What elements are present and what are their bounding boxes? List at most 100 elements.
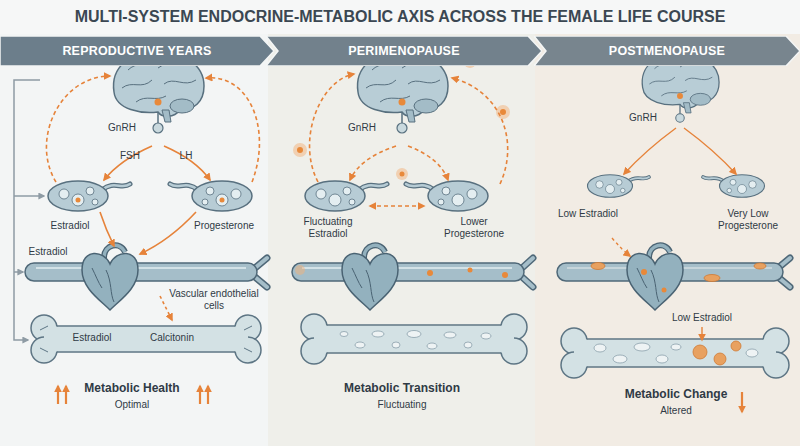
- hormone-label: Fluctuating Estradiol: [288, 216, 368, 239]
- heart-icon: [641, 269, 647, 275]
- hormone-label: Calcitonin: [147, 332, 197, 344]
- hormone-label: GnRH: [348, 122, 376, 134]
- ovary-icon: [48, 181, 130, 211]
- bone-icon: [587, 339, 763, 367]
- heart-icon: [342, 245, 398, 310]
- bone-pores: [746, 349, 758, 357]
- bone-pores: [671, 344, 681, 350]
- bone-icon: [314, 326, 514, 353]
- ovary-icon: [76, 198, 81, 203]
- feedback-line: [14, 80, 44, 340]
- ovary-icon: [48, 181, 252, 211]
- trend-arrow: [65, 386, 67, 404]
- panel-background: [0, 0, 800, 34]
- glow-dot: [293, 56, 510, 275]
- heart-icon: [342, 245, 398, 310]
- blood-vessel: [292, 263, 524, 281]
- status-value: Optimal: [115, 399, 149, 411]
- bone-pores: [407, 331, 421, 338]
- trend-arrow: [207, 386, 209, 404]
- hormone-arrow: [100, 212, 114, 246]
- blood-vessel: [36, 267, 246, 269]
- ovary-icon: [588, 175, 765, 198]
- glow-dot: [496, 105, 510, 119]
- hormone-arrow: [701, 327, 702, 340]
- hormone-arrow: [408, 146, 448, 180]
- bone-pores: [613, 355, 627, 363]
- bone-pores: [340, 332, 348, 337]
- bone-pores: [340, 331, 491, 350]
- bone-icon: [574, 340, 776, 367]
- blood-vessel: [427, 270, 433, 276]
- heart-icon: [627, 245, 683, 310]
- blood-vessel: [468, 268, 473, 273]
- hormone-arrow: [370, 205, 424, 207]
- bone-pores: [656, 355, 668, 363]
- diagram-title: MULTI-SYSTEM ENDOCRINE-METABOLIC AXIS AC…: [75, 8, 726, 26]
- glow-dot: [297, 147, 303, 153]
- bone-icon: [57, 326, 235, 352]
- panel-background: [535, 34, 800, 446]
- hormone-arrow: [206, 78, 259, 182]
- banner-arrow: [0, 36, 274, 66]
- heart-icon: [627, 245, 683, 310]
- blood-vessel: [502, 272, 508, 278]
- bone-pores: [634, 343, 650, 351]
- hormone-label: Lower Progesterone: [434, 216, 514, 239]
- tissue-label: Vascular endothelial cells: [168, 288, 260, 311]
- blood-vessel: [25, 258, 267, 287]
- bone-lesion: [693, 341, 741, 365]
- ovary-icon: [305, 181, 387, 211]
- phase-banner: REPRODUCTIVE YEARS: [0, 36, 274, 66]
- bone-lesion: [731, 341, 741, 351]
- hormone-arrow: [624, 128, 676, 174]
- bone-pores: [444, 332, 456, 338]
- hormone-arrow: [612, 128, 736, 340]
- bone-icon: [40, 326, 252, 352]
- bone-pores: [372, 331, 384, 337]
- phase-banner: POSTMENOPAUSE: [534, 36, 800, 66]
- status-heading: Metabolic Health: [84, 382, 179, 396]
- trend-arrow: [741, 392, 743, 412]
- hormone-arrow: [310, 74, 508, 206]
- bone-lesion: [693, 345, 707, 359]
- banner-title: REPRODUCTIVE YEARS: [62, 44, 211, 58]
- trend-arrow: [199, 386, 201, 404]
- heart-icon: [662, 288, 667, 293]
- blood-vessel: [591, 263, 605, 270]
- hormone-arrow: [140, 212, 196, 254]
- bone-pores: [464, 342, 472, 348]
- ovary-icon: [406, 181, 488, 211]
- hormone-label: Estradiol: [29, 246, 68, 258]
- bone-pores: [594, 344, 606, 352]
- hormone-arrow: [104, 146, 152, 180]
- blood-vessel: [292, 258, 533, 287]
- hormone-label: Estradiol: [51, 220, 90, 232]
- feedback-line: [14, 271, 23, 273]
- status-heading: Metabolic Transition: [344, 382, 460, 396]
- glow-dot: [295, 265, 305, 275]
- glow-dot: [396, 168, 408, 180]
- blood-vessel: [754, 263, 766, 269]
- ovary-icon: [305, 181, 488, 211]
- bone-icon: [327, 325, 501, 353]
- ovary-icon: [220, 198, 225, 203]
- feedback-line: [14, 195, 44, 197]
- glow-dot: [400, 172, 405, 177]
- hormone-label: LH: [180, 150, 193, 162]
- trend-arrow: [57, 386, 59, 404]
- hormone-arrow: [46, 76, 110, 182]
- hormone-label: GnRH: [629, 112, 657, 124]
- hormone-arrow: [46, 76, 259, 320]
- status-value: Altered: [660, 405, 692, 417]
- hormone-label: Progesterone: [194, 220, 254, 232]
- blood-vessel: [704, 275, 720, 282]
- ovary-icon: [703, 175, 765, 198]
- bone-pores: [427, 343, 437, 349]
- hormone-arrow: [350, 146, 396, 180]
- bone-lesion: [714, 353, 726, 365]
- panel-background: [268, 34, 535, 446]
